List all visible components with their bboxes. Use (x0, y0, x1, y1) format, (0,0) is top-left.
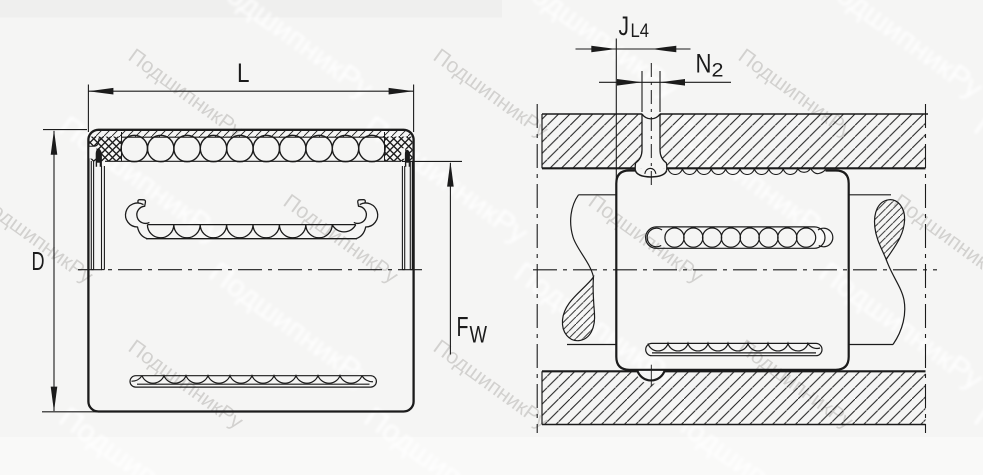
svg-text:F: F (457, 311, 469, 342)
svg-text:W: W (470, 322, 488, 349)
svg-text:L: L (237, 58, 250, 88)
svg-text:N: N (696, 49, 712, 79)
svg-text:2: 2 (712, 61, 724, 82)
svg-text:D: D (32, 246, 45, 276)
svg-text:J: J (619, 11, 630, 41)
svg-text:L4: L4 (631, 21, 650, 42)
